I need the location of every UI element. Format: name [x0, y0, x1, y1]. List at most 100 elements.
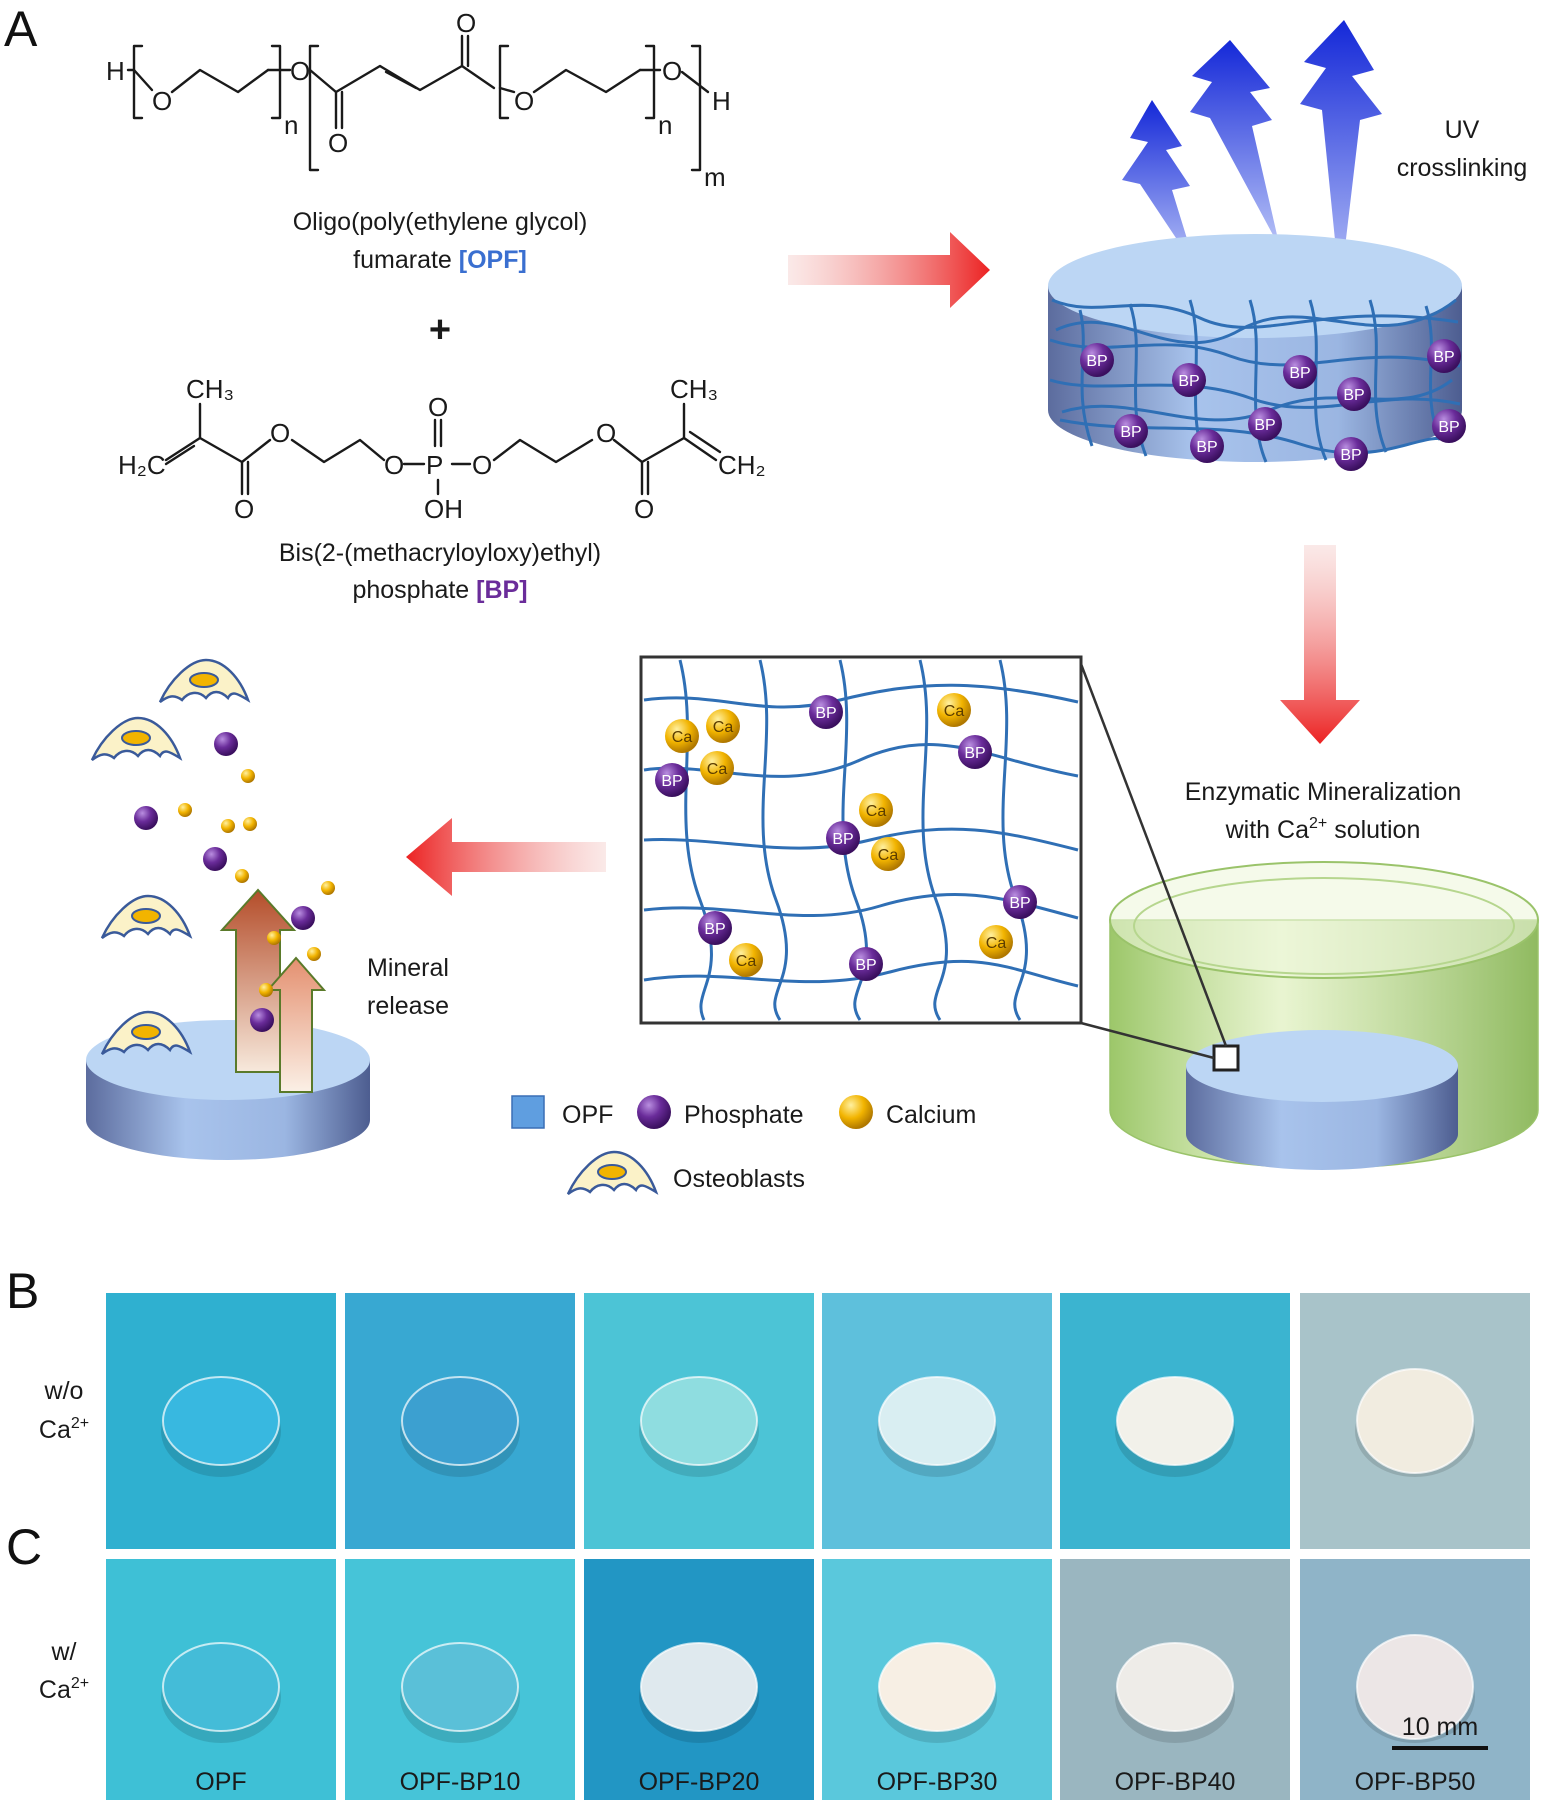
bp-p: P [426, 450, 443, 480]
osteoblast-cells [90, 658, 251, 1056]
opf-abbr: [OPF] [459, 246, 527, 274]
ca-ball [706, 709, 740, 743]
row-b-label-line1: w/o [44, 1377, 84, 1405]
opf-m: m [704, 162, 726, 192]
svg-text:BP: BP [661, 773, 682, 790]
svg-text:BP: BP [1196, 439, 1217, 456]
hydrogel-disc [162, 1376, 280, 1466]
legend-calcium-swatch [839, 1095, 873, 1129]
legend-calcium-label: Calcium [886, 1101, 976, 1129]
sample-label: OPF-BP20 [639, 1768, 760, 1796]
bp-ball [655, 763, 689, 797]
bp-ball [1248, 407, 1282, 441]
bp-ball [1003, 885, 1037, 919]
opf-o1: O [152, 86, 172, 116]
svg-text:BP: BP [1254, 417, 1275, 434]
legend-osteoblasts-label: Osteoblasts [673, 1165, 805, 1193]
svg-text:BP: BP [815, 705, 836, 722]
svg-text:BP: BP [704, 921, 725, 938]
bp-ball [1337, 377, 1371, 411]
bp-ball [1172, 363, 1206, 397]
uv-label-line1: UV [1445, 116, 1480, 144]
scale-bar-label: 10 mm [1402, 1713, 1478, 1741]
osteoblast-icon [100, 1010, 193, 1056]
arrow-to-crosslinking [788, 232, 990, 308]
hydrogel-disc [1356, 1368, 1474, 1474]
calcium-particle [221, 819, 235, 833]
opf-o2: O [290, 56, 310, 86]
ca-ball [979, 925, 1013, 959]
hydrogel-disc [1356, 1634, 1474, 1740]
zoomed-balls: BP BP BP BP BP BP BP Ca Ca Ca Ca Ca Ca C… [655, 693, 1037, 981]
svg-text:BP: BP [1433, 349, 1454, 366]
sample-photo-without-calcium [1300, 1293, 1530, 1549]
calcium-particle [243, 817, 257, 831]
legend: OPF Phosphate Calcium Osteoblasts [511, 1095, 976, 1196]
bp-ball [1427, 339, 1461, 373]
hydrogel-disc [162, 1642, 280, 1732]
sample-label: OPF-BP50 [1355, 1768, 1476, 1796]
opf-name-line2: fumarate [OPF] [353, 246, 527, 274]
sample-label: OPF-BP40 [1115, 1768, 1236, 1796]
svg-text:Ca: Ca [736, 953, 757, 970]
bp-ball [1283, 355, 1317, 389]
svg-text:Ca: Ca [707, 761, 728, 778]
hydrogel-disc [640, 1376, 758, 1466]
sample-photo-with-calcium [345, 1559, 575, 1800]
released-particles [134, 732, 335, 1032]
sample-photo-with-calcium [584, 1559, 814, 1800]
bp-ball [809, 695, 843, 729]
phosphate-particle [203, 847, 227, 871]
bp-ball [1432, 409, 1466, 443]
zoomed-network-box: BP BP BP BP BP BP BP Ca Ca Ca Ca Ca Ca C… [639, 655, 1083, 1025]
svg-text:BP: BP [832, 831, 853, 848]
legend-phosphate-swatch [637, 1095, 671, 1129]
opf-n1: n [284, 110, 298, 140]
hydrogel-disc [640, 1642, 758, 1732]
svg-text:BP: BP [1178, 373, 1199, 390]
opf-n2: n [658, 110, 672, 140]
svg-text:Ca: Ca [986, 935, 1007, 952]
svg-text:BP: BP [1120, 424, 1141, 441]
osteoblast-icon [100, 894, 193, 940]
sample-photo-with-calcium [1060, 1559, 1290, 1800]
bp-h2c: H₂C [118, 450, 166, 480]
bp-ball [1114, 414, 1148, 448]
sample-photo-with-calcium [106, 1559, 336, 1800]
hydrogel-disc [1116, 1376, 1234, 1466]
sample-label: OPF [195, 1768, 246, 1796]
phosphate-particle [250, 1008, 274, 1032]
release-line1: Mineral [367, 954, 449, 982]
svg-text:BP: BP [1009, 895, 1030, 912]
calcium-particle [267, 931, 281, 945]
plus-sign: + [429, 309, 451, 351]
release-line2: release [367, 992, 449, 1020]
svg-text:Ca: Ca [866, 803, 887, 820]
osteoblast-icon [158, 658, 251, 704]
bp-name-line2: phosphate [BP] [352, 576, 527, 604]
svg-text:Ca: Ca [713, 719, 734, 736]
hydrogel-disc [878, 1642, 996, 1732]
sample-label: OPF-BP30 [877, 1768, 998, 1796]
bp-ball [1080, 343, 1114, 377]
panel-label-a: A [4, 1, 38, 57]
zoom-marker [1212, 1044, 1240, 1072]
bp-ball [1190, 429, 1224, 463]
bp-abbr: [BP] [476, 576, 527, 604]
sample-photo-without-calcium [1060, 1293, 1290, 1549]
bp-ch3-right: CH₃ [670, 374, 718, 404]
sample-photo-grid [106, 1293, 1530, 1800]
opf-chemical-structure: H O n O O O O n O m H [106, 8, 731, 192]
phosphate-particle [134, 806, 158, 830]
svg-text:BP: BP [1086, 353, 1107, 370]
bp-ball [826, 821, 860, 855]
osteoblast-icon [90, 716, 183, 762]
zoom-line-bottom [1080, 1021, 1215, 1060]
ca-ball [729, 943, 763, 977]
ca-ball [859, 793, 893, 827]
ca-ball [937, 693, 971, 727]
svg-text:BP: BP [1289, 365, 1310, 382]
hydrogel-disc [1116, 1642, 1234, 1732]
calcium-particle [241, 769, 255, 783]
